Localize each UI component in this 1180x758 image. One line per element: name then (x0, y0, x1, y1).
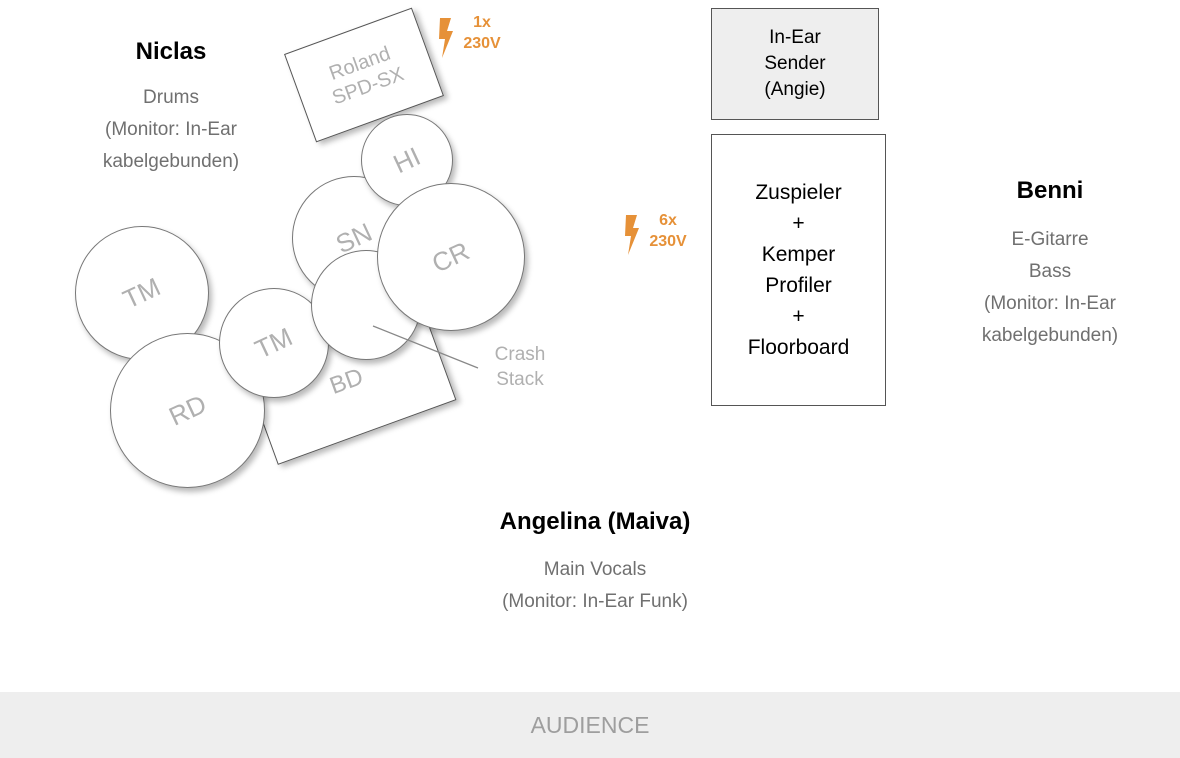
lightning-icon (439, 18, 453, 58)
niclas-role-line: (Monitor: In-Ear (105, 119, 237, 140)
niclas-role-line: kabelgebunden) (102, 151, 240, 172)
rack-line: Kemper (761, 243, 836, 266)
sender-line: (Angie) (764, 79, 826, 100)
angelina-role-line: (Monitor: In-Ear Funk) (502, 591, 688, 612)
power-rack-voltage: 230V (649, 233, 687, 250)
sender-line: Sender (764, 53, 826, 74)
niclas-name: Niclas (135, 38, 207, 65)
benni-role-line: Bass (1028, 261, 1072, 282)
power-drums-count: 1x (473, 14, 491, 31)
benni-role-line: E-Gitarre (1011, 229, 1089, 250)
benni-name: Benni (1016, 177, 1084, 204)
niclas-role: Drums (Monitor: In-Ear kabelgebunden) (60, 82, 282, 178)
rack-line: Profiler (765, 274, 832, 297)
benni-role-line: kabelgebunden) (981, 325, 1119, 346)
lightning-icon (625, 215, 639, 255)
rack-line: Floorboard (747, 336, 850, 359)
angelina-name: Angelina (Maiva) (499, 508, 691, 535)
rack-line: + (792, 305, 805, 328)
rack-line: + (792, 212, 805, 235)
power-rack: 6x 230V (636, 210, 700, 252)
audience-label: AUDIENCE (530, 711, 650, 738)
crash: CR (377, 183, 525, 331)
sender-line: In-Ear (769, 27, 821, 48)
crash-stack-label: Crash Stack (470, 342, 570, 392)
audience-bar: AUDIENCE (0, 692, 1180, 758)
benni-role-line: (Monitor: In-Ear (984, 293, 1116, 314)
power-rack-count: 6x (659, 212, 677, 229)
crash-stack-line: Stack (496, 369, 544, 390)
rack-line: Zuspieler (755, 181, 842, 204)
power-drums-voltage: 230V (463, 35, 501, 52)
angelina-role: Main Vocals (Monitor: In-Ear Funk) (415, 554, 775, 618)
crash-stack-line: Crash (494, 344, 546, 365)
angelina-role-line: Main Vocals (543, 559, 647, 580)
rack-box: Zuspieler + Kemper Profiler + Floorboard (711, 134, 886, 406)
niclas-role-line: Drums (143, 87, 199, 108)
in-ear-sender: In-Ear Sender (Angie) (711, 8, 879, 120)
benni-role: E-Gitarre Bass (Monitor: In-Ear kabelgeb… (934, 224, 1166, 352)
power-drums: 1x 230V (452, 12, 512, 54)
